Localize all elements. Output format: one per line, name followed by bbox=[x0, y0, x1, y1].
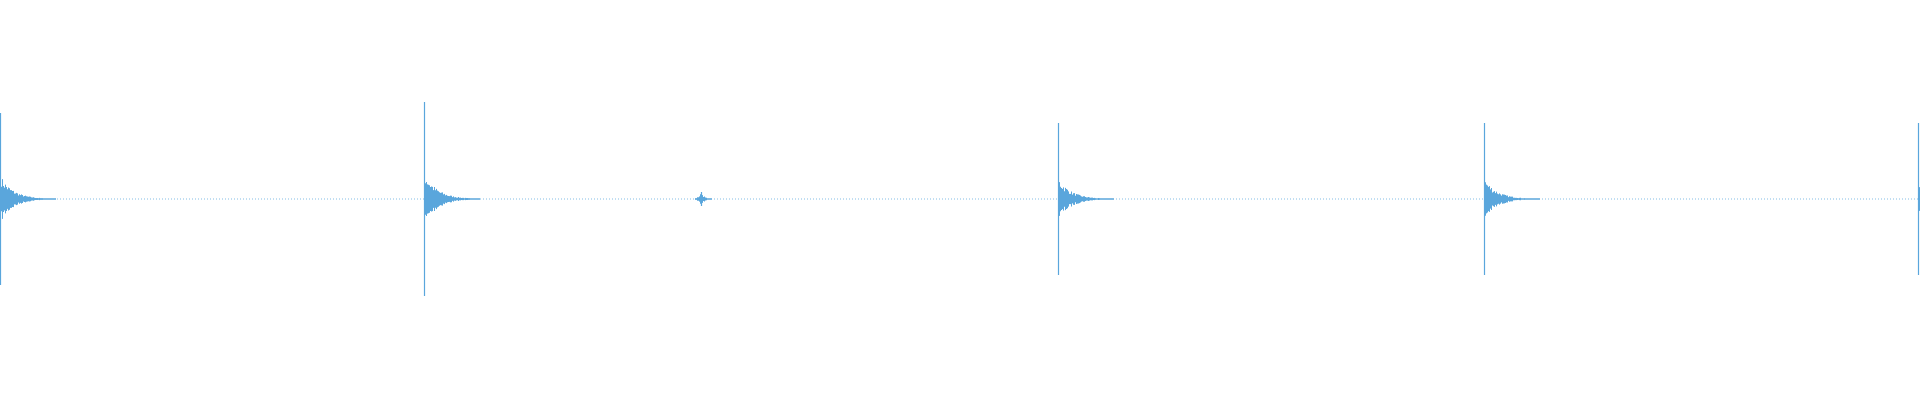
transient-hit bbox=[423, 102, 480, 296]
waveform-transients bbox=[0, 102, 1920, 296]
transient-hit bbox=[1483, 123, 1540, 275]
transient-blip bbox=[695, 192, 712, 206]
transient-hit bbox=[0, 113, 56, 285]
transient-hit bbox=[1917, 123, 1920, 275]
transient-hit bbox=[1057, 123, 1114, 275]
